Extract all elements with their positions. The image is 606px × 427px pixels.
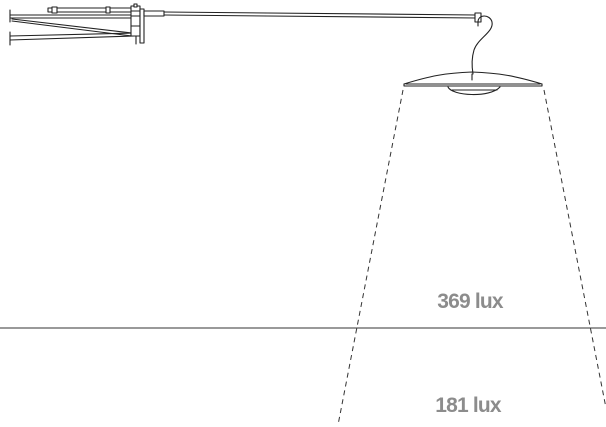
scissor-brace-2 bbox=[11, 20, 133, 37]
swing-arm-assembly bbox=[9, 3, 493, 81]
light-cone bbox=[337, 89, 606, 426]
rod-collar bbox=[105, 6, 111, 14]
diffuser-bowl bbox=[447, 86, 501, 96]
boom-arm-top bbox=[163, 11, 477, 16]
rod-end-cap bbox=[51, 6, 58, 14]
light-cone-left-edge bbox=[337, 89, 404, 426]
shade-top bbox=[403, 71, 543, 85]
boom-arm-bottom bbox=[163, 14, 477, 19]
wall-plate-clip bbox=[143, 10, 165, 17]
upper-lux-reading: 369 lux bbox=[437, 290, 504, 313]
light-cone-right-edge bbox=[543, 89, 606, 409]
wall-plate bbox=[139, 8, 145, 44]
shade-rim bbox=[403, 83, 543, 87]
telescope-rod-left bbox=[47, 7, 135, 13]
pivot-bolt bbox=[133, 3, 138, 8]
lamp-cord bbox=[471, 15, 493, 75]
scissor-brace-1 bbox=[11, 18, 133, 34]
bottom-arm-lower bbox=[9, 35, 136, 41]
lower-lux-reading: 181 lux bbox=[435, 394, 502, 417]
lamp-shade bbox=[403, 71, 543, 96]
